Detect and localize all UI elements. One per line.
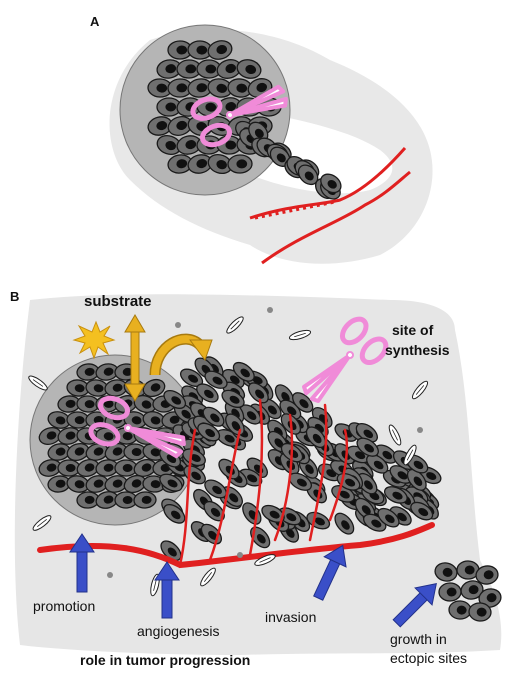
particle <box>417 427 423 433</box>
nucleus <box>66 464 76 472</box>
site-of-synthesis-label-line2: synthesis <box>385 343 450 357</box>
particle <box>237 552 243 558</box>
promotion-label: promotion <box>33 599 95 613</box>
role-in-tumor-progression-label: role in tumor progression <box>80 653 250 667</box>
substrate-label: substrate <box>84 294 152 309</box>
nucleus <box>176 45 187 54</box>
nucleus <box>123 464 133 472</box>
tumor-cell <box>58 460 80 476</box>
nucleus <box>165 102 176 111</box>
tumor-cell <box>228 155 253 174</box>
tumor-cell <box>439 583 461 601</box>
panel-b-letter: B <box>10 290 19 303</box>
panel-a-letter: A <box>90 15 99 28</box>
growth-label-line1: growth in <box>390 632 447 646</box>
particle <box>107 572 113 578</box>
site-of-synthesis-label-line1: site of <box>392 323 433 337</box>
tumor-cell <box>134 491 157 508</box>
panel-a <box>110 25 433 264</box>
invasion-label: invasion <box>265 610 316 624</box>
nucleus <box>447 587 457 596</box>
angiogenesis-label: angiogenesis <box>137 624 220 638</box>
growth-label-line2: ectopic sites <box>390 651 467 665</box>
particle <box>267 307 273 313</box>
particle <box>175 322 181 328</box>
nucleus <box>205 64 216 73</box>
